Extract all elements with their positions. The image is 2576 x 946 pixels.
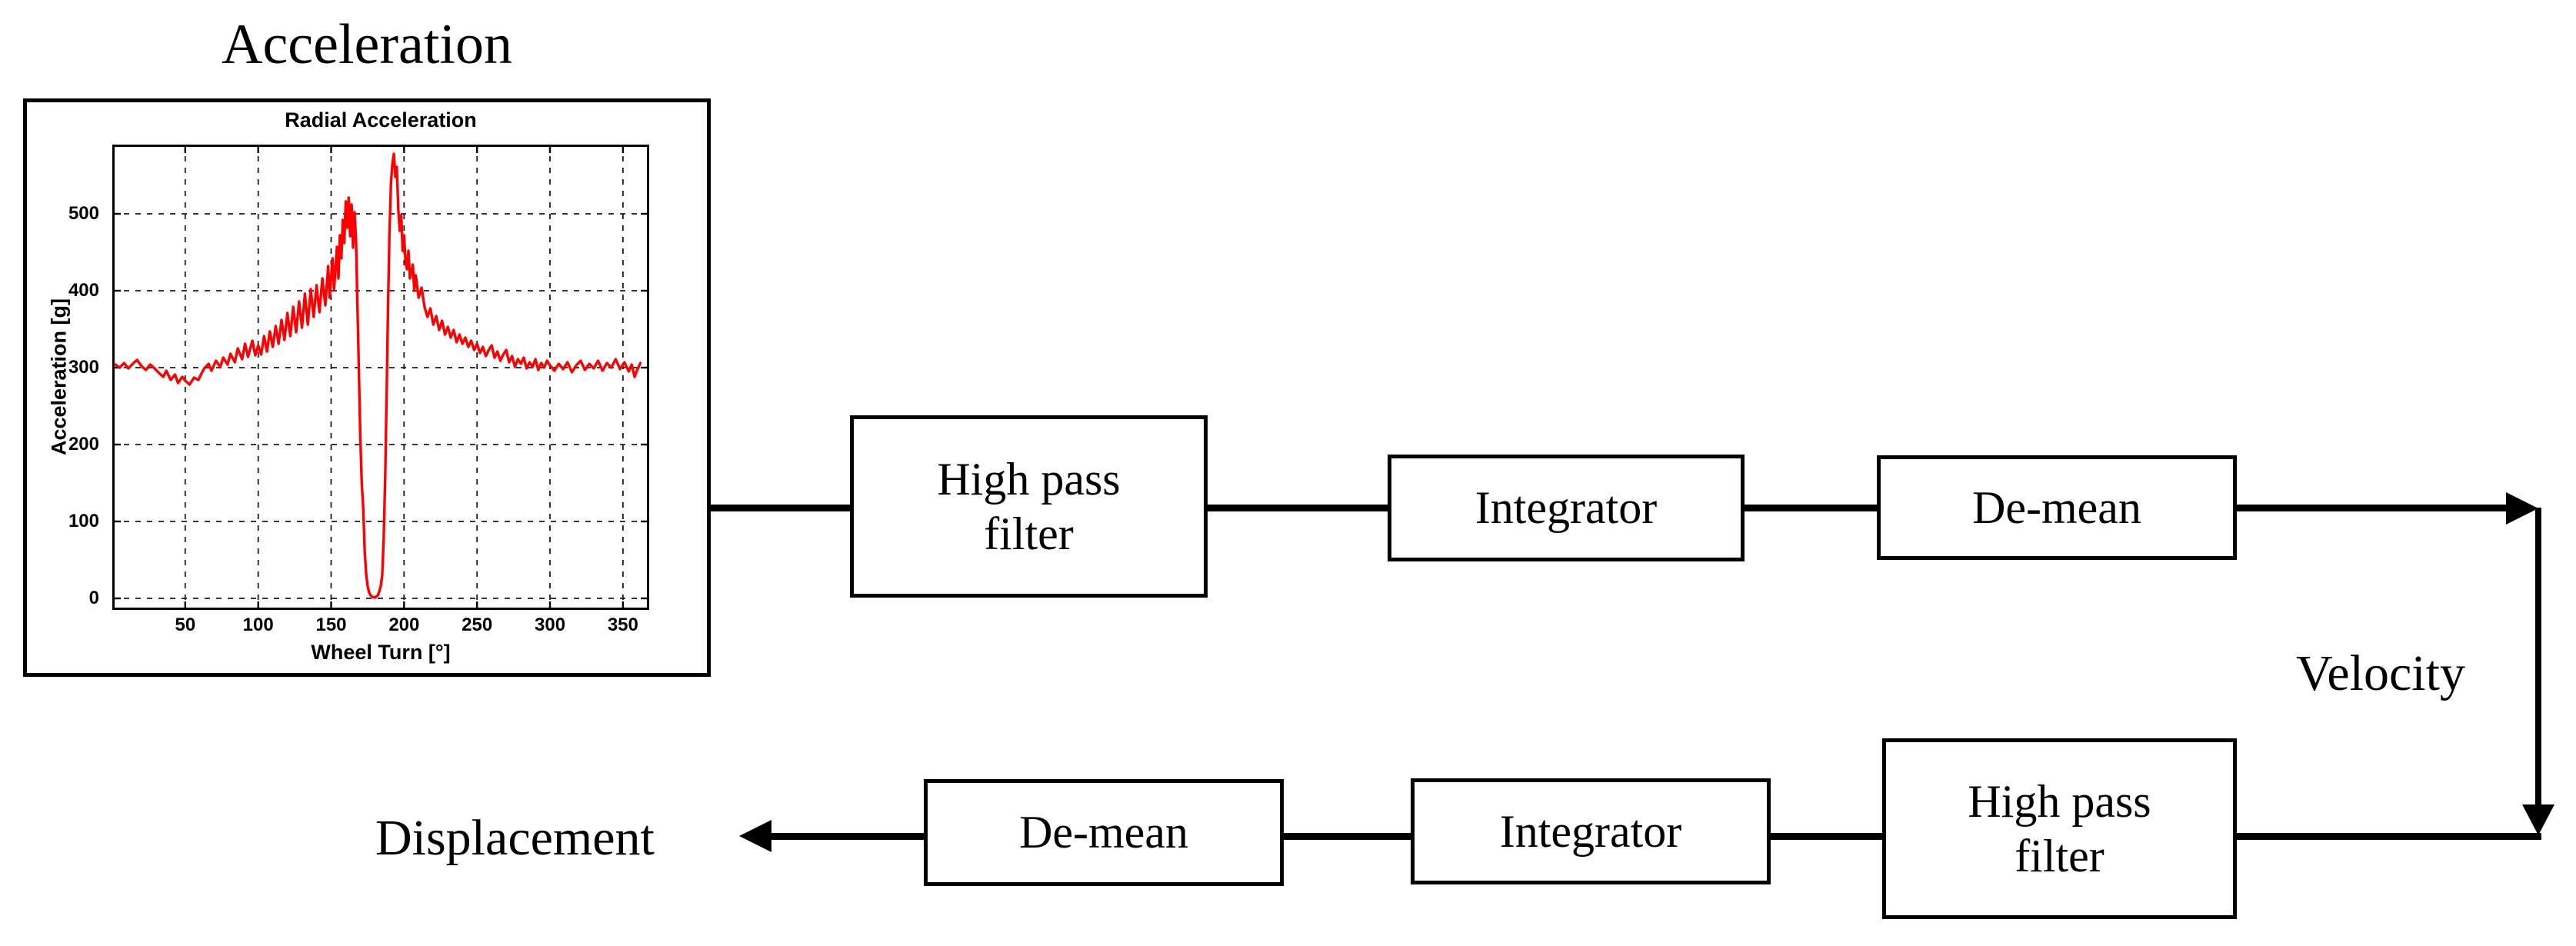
chart-title: Radial Acceleration xyxy=(285,108,477,132)
block-label-line: Integrator xyxy=(1475,482,1658,534)
velocity-label: Velocity xyxy=(2296,645,2465,701)
block-label-line: De-mean xyxy=(1972,481,2141,533)
flow-line-demean2-to-displacement xyxy=(769,833,927,840)
block-label-line: filter xyxy=(2014,830,2104,881)
flow-line-demean-to-corner xyxy=(2235,505,2508,511)
block-integrator-bottom: Integrator xyxy=(1411,778,1771,884)
x-tick-label: 350 xyxy=(607,615,638,635)
x-tick-label: 150 xyxy=(315,615,347,635)
block-label-line: High pass xyxy=(937,453,1121,505)
x-tick-label: 300 xyxy=(534,615,566,635)
flow-line-chart-to-hpf xyxy=(708,505,853,511)
block-label-line: Integrator xyxy=(1499,805,1682,857)
x-tick-label: 50 xyxy=(175,615,196,635)
flow-line-corner-to-hpf2 xyxy=(2235,833,2541,840)
block-label-line: filter xyxy=(984,508,1074,559)
chart-canvas xyxy=(112,145,649,610)
x-tick-label: 100 xyxy=(242,615,274,635)
flow-line-velocity-vertical xyxy=(2535,508,2541,808)
diagram-title: Acceleration xyxy=(222,13,512,76)
block-integrator-top: Integrator xyxy=(1388,455,1745,561)
chart-x-axis-label: Wheel Turn [°] xyxy=(311,641,451,664)
y-tick-label: 300 xyxy=(68,357,99,378)
y-tick-label: 0 xyxy=(88,588,99,608)
flow-line-integrator2-to-demean2 xyxy=(1282,833,1414,840)
block-high-pass-filter-top: High pass filter xyxy=(850,415,1208,598)
displacement-label: Displacement xyxy=(375,810,655,866)
block-label-line: High pass xyxy=(1968,775,2151,827)
x-tick-label: 200 xyxy=(388,615,420,635)
flow-line-hpf2-to-integrator2 xyxy=(1769,833,1885,840)
block-demean-bottom: De-mean xyxy=(924,779,1284,886)
chart-plot-area xyxy=(112,145,649,610)
block-label-line: De-mean xyxy=(1019,807,1188,858)
flow-line-hpf-to-integrator xyxy=(1206,505,1391,511)
y-tick-label: 400 xyxy=(68,280,99,301)
arrowhead-right-icon xyxy=(2506,492,2538,525)
block-demean-top: De-mean xyxy=(1877,455,2237,560)
block-high-pass-filter-bottom: High pass filter xyxy=(1882,738,2237,919)
flow-line-integrator-to-demean xyxy=(1743,505,1880,511)
arrowhead-left-icon xyxy=(739,820,771,852)
y-tick-label: 500 xyxy=(68,203,99,224)
y-tick-label: 200 xyxy=(68,434,99,455)
y-tick-label: 100 xyxy=(68,511,99,531)
arrowhead-down-icon xyxy=(2522,804,2554,835)
x-tick-label: 250 xyxy=(462,615,493,635)
